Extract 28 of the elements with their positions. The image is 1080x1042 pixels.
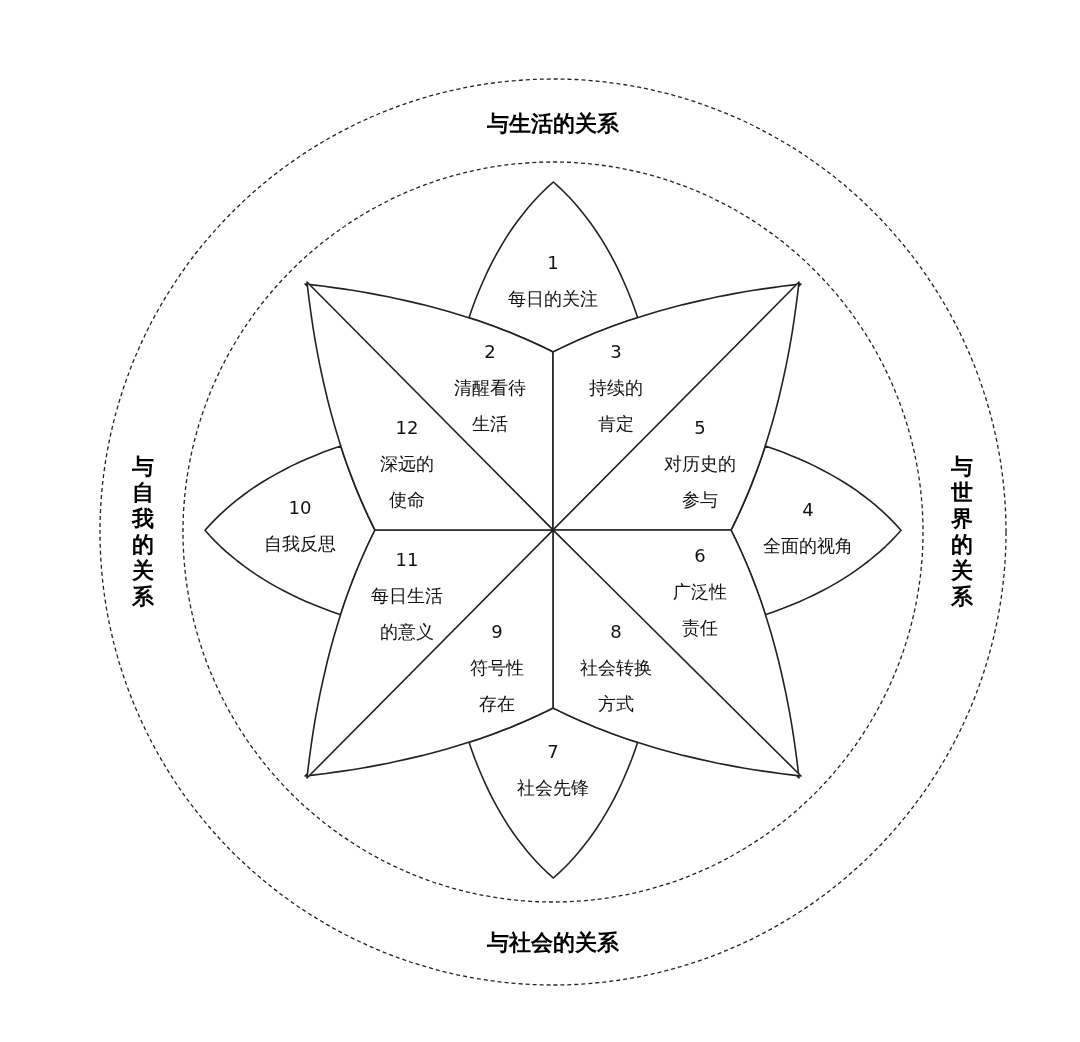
region-number: 4 <box>802 498 814 522</box>
region-number: 10 <box>288 496 312 520</box>
ring-heading: 与社会的关系 <box>487 929 619 957</box>
ring-heading: 与世界的关系 <box>951 454 973 610</box>
region-label: 社会转换方式 <box>579 656 653 716</box>
region-number: 9 <box>491 620 503 644</box>
region-label: 全面的视角 <box>763 534 853 558</box>
region-label: 清醒看待生活 <box>453 376 527 436</box>
region-label: 符号性存在 <box>469 656 525 716</box>
region-label: 每日的关注 <box>508 287 598 311</box>
region-number: 3 <box>610 340 622 364</box>
ring-heading: 与生活的关系 <box>487 110 619 138</box>
region-label: 对历史的参与 <box>663 452 737 512</box>
region-number: 12 <box>395 416 419 440</box>
region-number: 8 <box>610 620 622 644</box>
region-label: 自我反思 <box>264 532 336 556</box>
region-number: 11 <box>395 548 419 572</box>
region-label: 深远的使命 <box>379 452 435 512</box>
region-label: 社会先锋 <box>517 776 589 800</box>
region-label: 每日生活的意义 <box>370 584 444 644</box>
region-label: 广泛性责任 <box>672 580 728 640</box>
region-number: 5 <box>694 416 706 440</box>
region-label: 持续的肯定 <box>588 376 644 436</box>
region-number: 7 <box>547 740 559 764</box>
region-number: 2 <box>484 340 496 364</box>
region-number: 1 <box>547 251 559 275</box>
ring-heading: 与自我的关系 <box>132 454 154 610</box>
region-number: 6 <box>694 544 706 568</box>
